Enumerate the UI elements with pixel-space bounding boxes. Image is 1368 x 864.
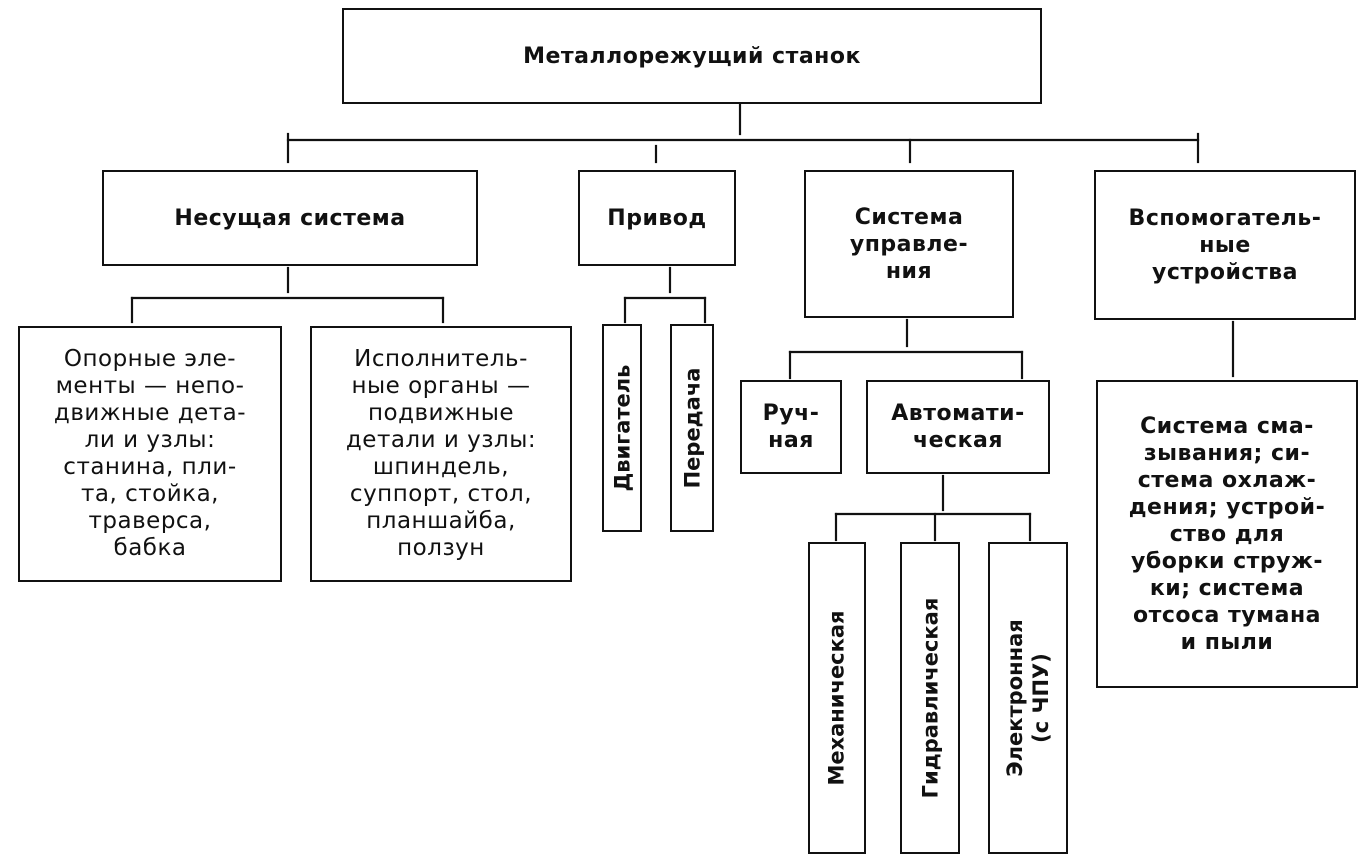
auxiliary-systems-box: Система сма- зывания; си- стема охлаж- д… (1096, 380, 1358, 688)
support-elements-label: Опорные эле- менты — непо- движные дета-… (53, 346, 247, 561)
category-auxiliary-devices: Вспомогатель- ные устройства (1094, 170, 1356, 320)
automatic-control-label: Автомати- ческая (891, 401, 1025, 453)
electronic-cnc-label: Электронная (с ЧПУ) (1003, 619, 1053, 777)
support-elements-box: Опорные эле- менты — непо- движные дета-… (18, 326, 282, 582)
motor-box: Двигатель (602, 324, 642, 532)
category-drive: Привод (578, 170, 736, 266)
auxiliary-systems-label: Система сма- зывания; си- стема охлаж- д… (1128, 413, 1326, 655)
executive-organs-label: Исполнитель- ные органы — подвижные дета… (345, 346, 537, 561)
hydraulic-label: Гидравлическая (918, 597, 943, 799)
category-label: Несущая система (174, 205, 406, 231)
root-box: Металлорежущий станок (342, 8, 1042, 104)
category-label: Система управле- ния (849, 204, 969, 284)
category-label: Привод (607, 205, 707, 231)
automatic-control-box: Автомати- ческая (866, 380, 1050, 474)
category-label: Вспомогатель- ные устройства (1128, 205, 1322, 285)
root-label: Металлорежущий станок (523, 43, 861, 69)
mechanical-box: Механическая (808, 542, 866, 854)
motor-label: Двигатель (610, 364, 634, 492)
transmission-label: Передача (680, 367, 704, 489)
manual-control-box: Руч- ная (740, 380, 842, 474)
category-control-system: Система управле- ния (804, 170, 1014, 318)
manual-control-label: Руч- ная (762, 401, 820, 453)
category-load-bearing-system: Несущая система (102, 170, 478, 266)
hydraulic-box: Гидравлическая (900, 542, 960, 854)
mechanical-label: Механическая (825, 610, 850, 786)
transmission-box: Передача (670, 324, 714, 532)
executive-organs-box: Исполнитель- ные органы — подвижные дета… (310, 326, 572, 582)
electronic-cnc-box: Электронная (с ЧПУ) (988, 542, 1068, 854)
